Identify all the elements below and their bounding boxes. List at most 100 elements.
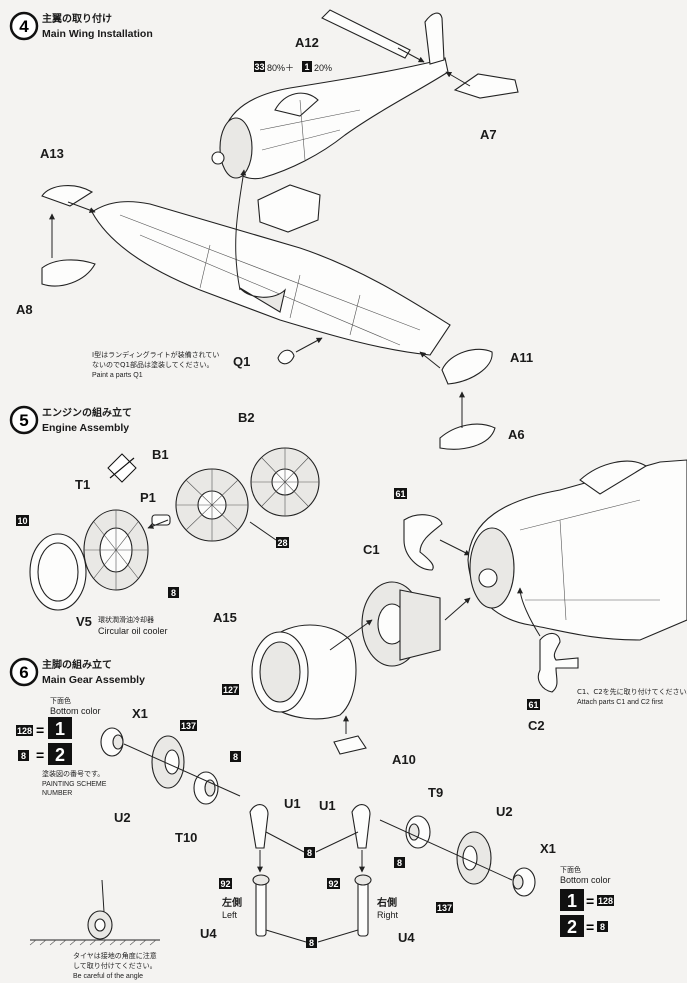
part-q1-drawing <box>277 349 295 365</box>
svg-text:20%: 20% <box>314 63 332 73</box>
step-number-badge <box>9 405 39 435</box>
step-title-jp: エンジンの組み立て <box>42 406 132 419</box>
svg-text:1: 1 <box>567 891 577 911</box>
svg-text:PAINTING SCHEME: PAINTING SCHEME <box>42 781 107 788</box>
part-c1-drawing <box>403 514 443 571</box>
svg-text:61: 61 <box>395 489 405 499</box>
step-title-jp: 主脚の組み立て <box>42 658 112 671</box>
color-code-strut-left: 92 <box>219 878 232 889</box>
step-6-header: 6 主脚の組み立て Main Gear Assembly <box>9 657 145 687</box>
hub-x1-right-drawing <box>512 867 536 897</box>
engine-b2-drawing <box>250 447 320 517</box>
label-p1: P1 <box>140 490 156 505</box>
color-code-u4-bottom: 8 <box>306 937 317 948</box>
label-u4-left: U4 <box>200 926 217 941</box>
step-title-jp: 主翼の取り付け <box>42 12 112 25</box>
svg-text:I型はランディングライトが装備されてい: I型はランディングライトが装備されてい <box>92 350 219 359</box>
wingtip-a11-drawing <box>441 348 493 385</box>
left-side-en: Left <box>222 910 238 920</box>
svg-text:=: = <box>36 722 44 738</box>
label-a13: A13 <box>40 146 64 161</box>
label-a11: A11 <box>510 350 533 365</box>
svg-text:92: 92 <box>220 879 230 889</box>
svg-text:=: = <box>36 747 44 763</box>
svg-text:8: 8 <box>307 848 312 858</box>
label-x1-left: X1 <box>132 706 148 721</box>
label-a6: A6 <box>508 427 525 442</box>
main-wing-drawing <box>91 201 451 356</box>
hub-x1-left-drawing <box>100 727 124 757</box>
svg-text:タイヤは接地の角度に注意: タイヤは接地の角度に注意 <box>73 951 157 960</box>
tailplane-a7-drawing <box>453 73 519 99</box>
radiator-drawing <box>257 184 321 233</box>
color-code-a15: 127 <box>222 684 239 695</box>
label-u4-right: U4 <box>398 930 415 945</box>
label-a8: A8 <box>16 302 33 317</box>
tailplane-a12-drawing <box>321 9 411 59</box>
svg-text:8: 8 <box>21 751 26 761</box>
label-b2: B2 <box>238 410 255 425</box>
svg-text:8: 8 <box>171 588 176 598</box>
svg-text:して取り付けてください。: して取り付けてください。 <box>73 961 157 970</box>
svg-text:下面色: 下面色 <box>560 865 581 874</box>
svg-text:Paint a parts Q1: Paint a parts Q1 <box>92 372 143 379</box>
svg-text:NUMBER: NUMBER <box>42 790 72 797</box>
step-title-en: Engine Assembly <box>42 422 129 434</box>
cooler-label-en: Circular oil cooler <box>98 626 168 636</box>
label-x1-right: X1 <box>540 841 556 856</box>
svg-text:128: 128 <box>17 726 32 736</box>
label-a15: A15 <box>213 610 237 625</box>
label-t10: T10 <box>175 830 197 845</box>
svg-text:8: 8 <box>233 752 238 762</box>
label-c2: C2 <box>528 718 545 733</box>
color-code-tire-left: 137 <box>180 720 197 731</box>
step-5-header: 5 エンジンの組み立て Engine Assembly <box>9 405 132 435</box>
color-code-strut-right: 92 <box>327 878 340 889</box>
label-u2-right: U2 <box>496 804 513 819</box>
step-number-badge <box>9 657 39 687</box>
tire-u2-right-drawing <box>456 831 492 885</box>
svg-text:137: 137 <box>437 903 452 913</box>
label-v5: V5 <box>76 614 92 629</box>
svg-text:127: 127 <box>223 685 238 695</box>
scheme-key-right: 下面色 Bottom color 1 = 128 2 = 8 <box>560 865 614 937</box>
label-a10: A10 <box>392 752 416 767</box>
color-code-c2: 61 <box>527 699 540 710</box>
svg-text:1: 1 <box>304 62 309 72</box>
svg-text:Attach parts C1 and C2 first: Attach parts C1 and C2 first <box>577 699 663 706</box>
svg-text:80%＋: 80%＋ <box>267 63 294 73</box>
svg-text:下面色: 下面色 <box>50 696 71 705</box>
wingtip-a6-drawing <box>439 423 496 450</box>
svg-text:137: 137 <box>181 721 196 731</box>
color-code-hub-left: 8 <box>230 751 241 762</box>
color-code-engine: 28 <box>276 537 289 548</box>
tire-u2-left-drawing <box>151 735 185 789</box>
svg-text:Bottom color: Bottom color <box>560 875 611 885</box>
svg-text:=: = <box>586 919 594 935</box>
left-side-jp: 左側 <box>221 896 242 909</box>
part-c2-drawing <box>537 632 579 693</box>
svg-text:8: 8 <box>600 922 605 932</box>
right-side-en: Right <box>377 910 399 920</box>
svg-text:28: 28 <box>277 538 287 548</box>
svg-text:2: 2 <box>567 917 577 937</box>
svg-text:Bottom color: Bottom color <box>50 706 101 716</box>
paint-mix: 33 80%＋ 1 20% <box>254 61 332 73</box>
engine-assembled-drawing <box>361 581 441 667</box>
scheme-key-left: 下面色 Bottom color 128 = 1 8 = 2 塗装図の番号です。… <box>16 696 107 797</box>
svg-text:C1、C2を先に取り付けてください。: C1、C2を先に取り付けてください。 <box>577 687 687 696</box>
cooler-label-jp: 環状潤滑油冷却器 <box>98 615 154 624</box>
no-glue-icon <box>107 453 137 483</box>
color-code-c1: 61 <box>394 488 407 499</box>
svg-text:92: 92 <box>328 879 338 889</box>
svg-text:10: 10 <box>17 516 27 526</box>
svg-text:128: 128 <box>598 896 613 906</box>
right-side-jp: 右側 <box>376 896 397 909</box>
engine-b1-drawing <box>175 468 249 542</box>
color-code-cooler: 8 <box>168 587 179 598</box>
svg-text:8: 8 <box>309 938 314 948</box>
part-p1-drawing <box>151 514 171 526</box>
wingtip-a8-drawing <box>41 259 96 287</box>
label-a7: A7 <box>480 127 497 142</box>
color-code-strut-mid: 8 <box>304 847 315 858</box>
